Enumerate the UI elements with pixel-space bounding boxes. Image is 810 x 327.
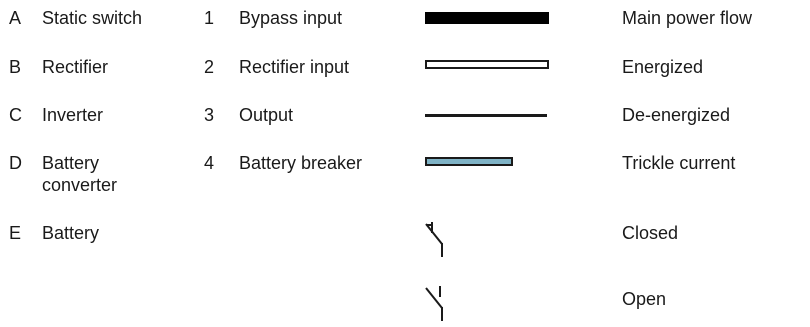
component-letter-d: D [9,153,22,173]
connection-number-3: 3 [204,105,215,125]
component-label-static-switch: Static switch [42,8,143,28]
trickle-current-line-icon [425,157,513,166]
connection-number-2: 2 [204,57,215,77]
closed-switch-icon [425,222,443,257]
component-label-rectifier: Rectifier [42,57,109,77]
component-letter-e: E [9,223,22,243]
legend-label-energized: Energized [622,57,704,77]
de-energized-line-icon [425,114,547,117]
legend-label-de-energized: De-energized [622,105,731,125]
component-label-battery-converter: Battery converter [42,153,118,195]
legend-label-trickle-current: Trickle current [622,153,736,173]
connection-label-rectifier-input: Rectifier input [239,57,350,77]
legend-label-closed: Closed [622,223,679,243]
component-label-inverter: Inverter [42,105,104,125]
connection-label-bypass-input: Bypass input [239,8,343,28]
component-letter-a: A [9,8,22,28]
connection-label-output: Output [239,105,294,125]
connection-number-1: 1 [204,8,215,28]
component-label-battery: Battery [42,223,100,243]
open-switch-icon [425,286,443,321]
connection-number-4: 4 [204,153,215,173]
component-letter-b: B [9,57,22,77]
legend-label-main-power-flow: Main power flow [622,8,753,28]
energized-line-icon [425,60,549,69]
component-letter-c: C [9,105,22,125]
main-power-flow-line-icon [425,12,549,24]
legend-label-open: Open [622,289,667,309]
connection-label-battery-breaker: Battery breaker [239,153,363,173]
